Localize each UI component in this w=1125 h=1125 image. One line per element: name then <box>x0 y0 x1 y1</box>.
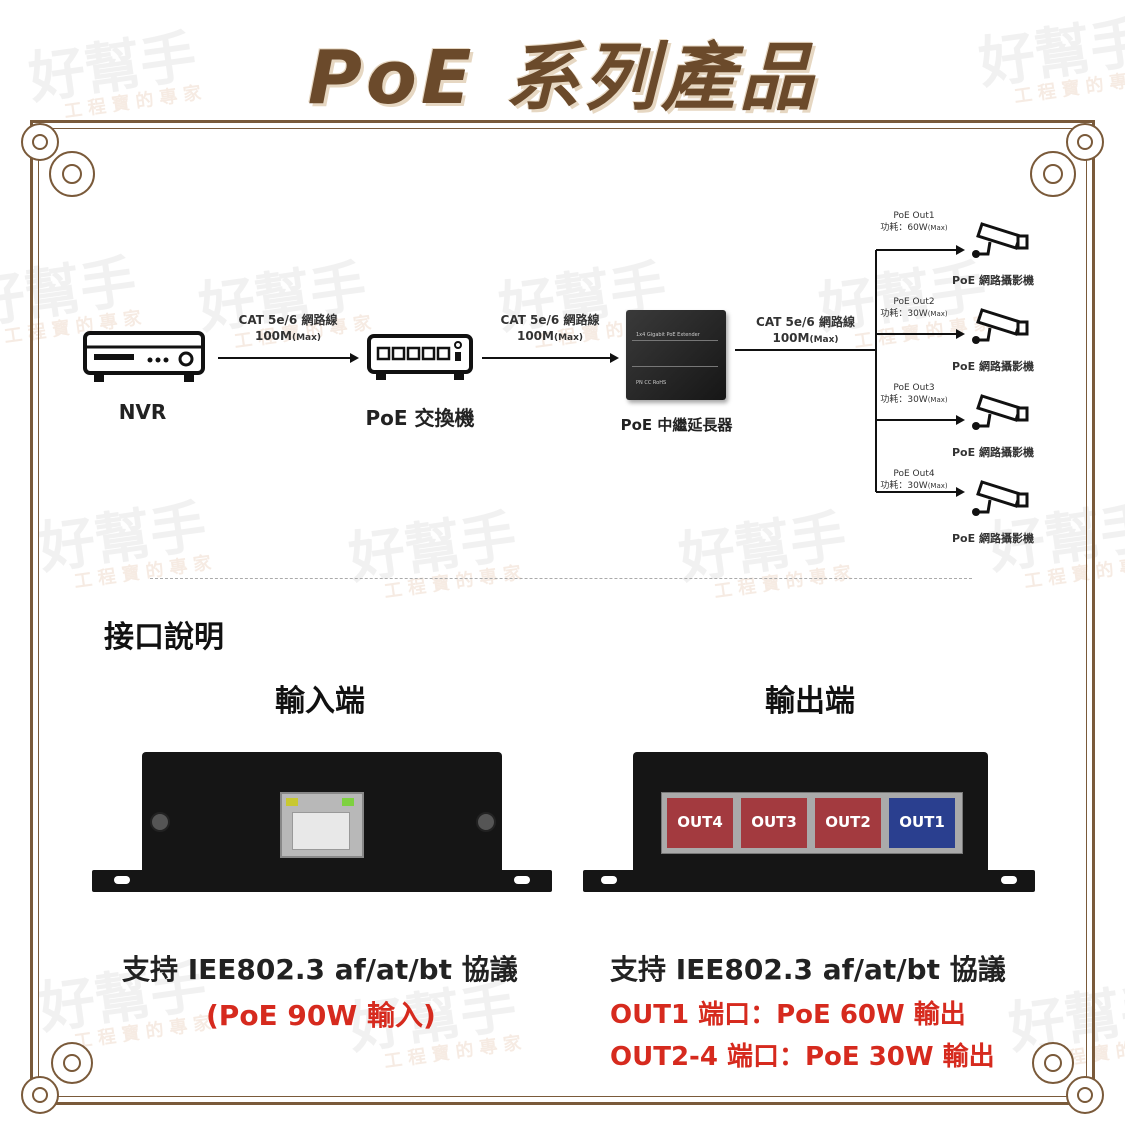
gear-icon <box>21 1042 93 1114</box>
border-frame-inner <box>38 128 1087 1097</box>
camera-label: PoE 網路攝影機 <box>952 446 1034 459</box>
input-port-image <box>92 752 552 892</box>
gear-icon <box>1032 1042 1104 1114</box>
output-line2: OUT2-4 端口：PoE 30W 輸出 <box>610 1042 995 1072</box>
output-label: PoE Out2 功耗：30W(Max) <box>880 297 948 319</box>
output-spec: 支持 IEE802.3 af/at/bt 協議 <box>610 953 1006 986</box>
output-label: PoE Out4 功耗：30W(Max) <box>880 469 948 491</box>
extender-label: PoE 中繼延長器 <box>620 416 733 434</box>
output-label: PoE Out3 功耗：30W(Max) <box>880 383 948 405</box>
poe-switch-icon <box>367 334 473 380</box>
gear-icon <box>21 123 95 197</box>
output-line1: OUT1 端口：PoE 60W 輸出 <box>610 1000 966 1030</box>
out4-port: OUT4 <box>667 798 733 848</box>
cable-line <box>735 349 877 351</box>
arrow <box>482 353 619 363</box>
arrow <box>218 353 359 363</box>
camera-icon <box>972 394 1029 430</box>
input-note: (PoE 90W 輸入) <box>206 999 436 1032</box>
output-port-image: OUT4 OUT3 OUT2 OUT1 <box>583 752 1035 892</box>
output-title: 輸出端 <box>765 684 855 719</box>
camera-icon <box>972 222 1029 258</box>
poe-extender-image: 1x4 Gigabit PoE Extender PN CC RoHS <box>626 310 726 400</box>
camera-icon <box>972 308 1029 344</box>
nvr-label: NVR <box>118 400 167 424</box>
out1-port: OUT1 <box>889 798 955 848</box>
branch-lines <box>875 245 965 497</box>
border-frame <box>30 120 1095 1105</box>
camera-label: PoE 網路攝影機 <box>952 274 1034 287</box>
camera-icon <box>972 480 1029 516</box>
camera-label: PoE 網路攝影機 <box>952 360 1034 373</box>
nvr-icon <box>83 331 205 382</box>
out2-port: OUT2 <box>815 798 881 848</box>
interface-heading: 接口說明 <box>104 620 224 655</box>
switch-label: PoE 交換機 <box>365 406 475 430</box>
page-title: PoE 系列產品 <box>307 35 818 121</box>
cable-label: CAT 5e/6 網路線 100M(Max) <box>500 313 600 343</box>
camera-label: PoE 網路攝影機 <box>952 532 1034 545</box>
output-label: PoE Out1 功耗：60W(Max) <box>880 211 948 233</box>
input-title: 輸入端 <box>275 684 365 719</box>
divider <box>150 578 972 579</box>
input-spec: 支持 IEE802.3 af/at/bt 協議 <box>122 953 518 986</box>
out3-port: OUT3 <box>741 798 807 848</box>
cable-label: CAT 5e/6 網路線 100M(Max) <box>756 315 855 345</box>
cable-label: CAT 5e/6 網路線 100M(Max) <box>238 313 338 343</box>
gear-icon <box>1030 123 1104 197</box>
